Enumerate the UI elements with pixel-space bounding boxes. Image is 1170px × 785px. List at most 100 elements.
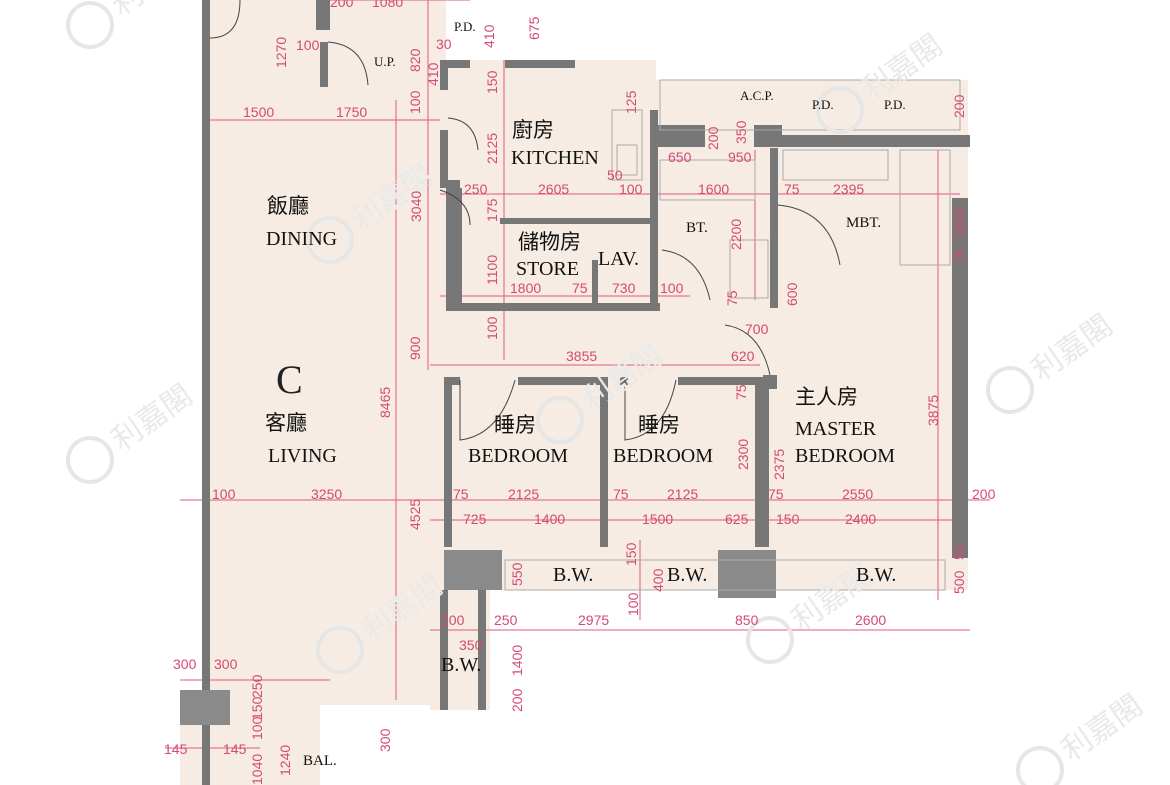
dimension-label: 100 bbox=[407, 90, 423, 114]
bedroom2-en-label: BEDROOM bbox=[613, 445, 713, 467]
dimension-label: 1500 bbox=[642, 511, 673, 527]
dimension-label: 100 bbox=[296, 37, 320, 53]
up-label: U.P. bbox=[374, 54, 396, 69]
watermark-text: 利嘉閣 bbox=[1055, 688, 1149, 768]
watermark-text: 利嘉閣 bbox=[105, 378, 199, 458]
dimension-label: 1750 bbox=[336, 104, 367, 120]
dimension-labels: 200 1080 100 30 1500 1750 50 650 950 250… bbox=[164, 0, 996, 757]
dimension-label: 200 bbox=[972, 486, 996, 502]
dimension-label: 4525 bbox=[407, 499, 423, 530]
dimension-label: 200 bbox=[441, 612, 465, 628]
dimension-label: 2200 bbox=[728, 219, 744, 250]
dimension-label: 150 bbox=[776, 511, 800, 527]
dimension-label: 145 bbox=[223, 741, 247, 757]
room-labels: 廚房 KITCHEN 飯廳 DINING C 客廳 LIVING 儲物房 STO… bbox=[265, 19, 906, 769]
kitchen-en-label: KITCHEN bbox=[511, 147, 599, 169]
dimension-label: 100 bbox=[249, 716, 265, 740]
living-en-label: LIVING bbox=[268, 445, 337, 467]
dimension-label: 600 bbox=[784, 282, 800, 306]
dimension-label: 300 bbox=[214, 656, 238, 672]
dimension-label: 410 bbox=[481, 24, 497, 48]
dimension-label: 1500 bbox=[243, 104, 274, 120]
dining-en-label: DINING bbox=[266, 228, 337, 250]
dimension-label: 3250 bbox=[311, 486, 342, 502]
dimension-label: 150 bbox=[249, 696, 265, 720]
dimension-label: 730 bbox=[612, 280, 636, 296]
dimension-label: 700 bbox=[745, 321, 769, 337]
dimension-label: 350 bbox=[459, 637, 483, 653]
dimension-label: 8465 bbox=[377, 387, 393, 418]
dimension-label: 75 bbox=[768, 486, 784, 502]
dimension-label: 200 bbox=[509, 688, 525, 712]
dimension-label: 75 bbox=[572, 280, 588, 296]
dimension-label: 75 bbox=[724, 290, 740, 306]
dimension-label: 1400 bbox=[534, 511, 565, 527]
dimension-label: 2375 bbox=[771, 449, 787, 480]
dimension-label: 1040 bbox=[249, 754, 265, 785]
dimension-label: 3875 bbox=[925, 395, 941, 426]
dimension-label: 75 bbox=[733, 384, 749, 400]
dimension-label: 650 bbox=[668, 149, 692, 165]
store-en-label: STORE bbox=[516, 258, 579, 280]
bt-label: BT. bbox=[686, 220, 708, 236]
dimension-label: 1600 bbox=[698, 181, 729, 197]
dimension-label: 1080 bbox=[372, 0, 403, 10]
pd-label: P.D. bbox=[812, 97, 834, 112]
dimension-label: 2300 bbox=[735, 439, 751, 470]
lav-label: LAV. bbox=[598, 248, 639, 270]
acp-label: A.C.P. bbox=[740, 88, 774, 103]
pd-label: P.D. bbox=[454, 19, 476, 34]
dimension-label: 625 bbox=[725, 511, 749, 527]
dimension-label: 50 bbox=[607, 167, 623, 183]
dimension-label: 3855 bbox=[566, 348, 597, 364]
watermark-text: 利嘉閣 bbox=[105, 0, 199, 23]
pd-label: P.D. bbox=[884, 97, 906, 112]
dimension-label: 820 bbox=[407, 48, 423, 72]
dimension-label: 1270 bbox=[273, 37, 289, 68]
bw-label: B.W. bbox=[441, 654, 481, 676]
dimension-label: 620 bbox=[731, 348, 755, 364]
unit-label: C bbox=[276, 357, 303, 402]
dining-cn-label: 飯廳 bbox=[267, 194, 309, 218]
dimension-label: 2600 bbox=[855, 612, 886, 628]
dimension-label: 75 bbox=[951, 248, 967, 264]
dimension-label: 2125 bbox=[667, 486, 698, 502]
master-en1-label: MASTER bbox=[795, 418, 877, 440]
dimension-label: 100 bbox=[619, 181, 643, 197]
dimension-label: 1400 bbox=[509, 645, 525, 676]
dimension-label: 100 bbox=[625, 592, 641, 616]
dimension-label: 145 bbox=[164, 741, 188, 757]
dimension-label: 125 bbox=[623, 90, 639, 114]
dimension-label: 900 bbox=[407, 336, 423, 360]
vertical-dimension-labels: 1270 675 820 410 410 150 100 125 2125 35… bbox=[249, 16, 967, 785]
dimension-label: 850 bbox=[735, 612, 759, 628]
dimension-label: 410 bbox=[425, 62, 441, 86]
doors bbox=[209, 0, 841, 441]
dimension-label: 250 bbox=[494, 612, 518, 628]
bw-label: B.W. bbox=[553, 564, 593, 586]
dimension-label: 100 bbox=[212, 486, 236, 502]
dimension-label: 150 bbox=[484, 70, 500, 94]
living-cn-label: 客廳 bbox=[265, 411, 307, 435]
bw-label: B.W. bbox=[667, 564, 707, 586]
dimension-label: 2605 bbox=[538, 181, 569, 197]
fixtures bbox=[504, 79, 961, 591]
dimension-label: 2125 bbox=[484, 133, 500, 164]
dimension-label: 250 bbox=[464, 181, 488, 197]
dimension-label: 2975 bbox=[578, 612, 609, 628]
dimension-label: 75 bbox=[784, 181, 800, 197]
dimension-label: 675 bbox=[526, 16, 542, 40]
dimension-label: 200 bbox=[705, 126, 721, 150]
dimension-label: 100 bbox=[660, 280, 684, 296]
store-cn-label: 儲物房 bbox=[518, 230, 581, 254]
dimension-label: 175 bbox=[484, 198, 500, 222]
dimension-label: 2125 bbox=[508, 486, 539, 502]
bedroom1-cn-label: 睡房 bbox=[494, 413, 536, 437]
dimension-label: 250 bbox=[249, 674, 265, 698]
watermark-text: 利嘉閣 bbox=[1025, 308, 1119, 388]
dimension-label: 1600 bbox=[951, 207, 967, 238]
bedroom2-cn-label: 睡房 bbox=[638, 413, 680, 437]
dimension-label: 300 bbox=[377, 728, 393, 752]
dimension-label: 400 bbox=[650, 568, 666, 592]
dimension-label: 100 bbox=[484, 316, 500, 340]
